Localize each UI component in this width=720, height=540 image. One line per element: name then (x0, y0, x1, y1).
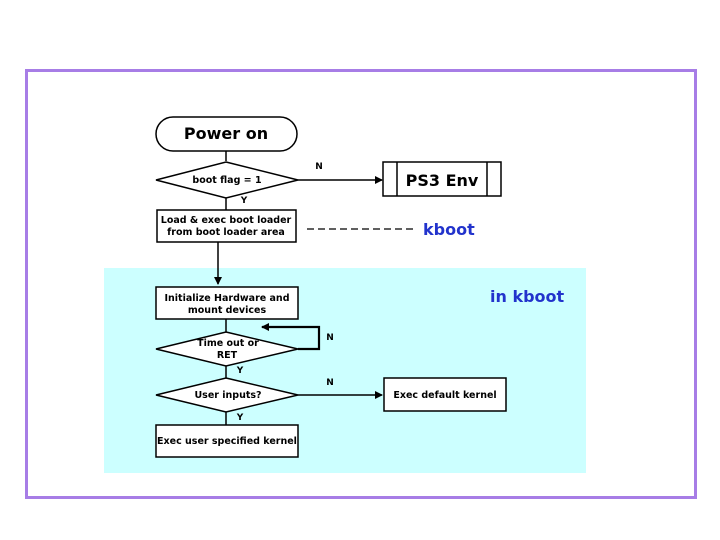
init-hardware-node: Initialize Hardware and mount devices (155, 286, 299, 320)
user-inputs-label: User inputs? (194, 390, 261, 401)
arrow-timeout-no-loop (261, 323, 321, 351)
user-inputs-no-label: N (326, 378, 334, 388)
boot-flag-label: boot flag = 1 (192, 175, 261, 186)
load-exec-node: Load & exec boot loader from boot loader… (156, 209, 297, 243)
ps3-env-label: PS3 Env (406, 171, 479, 190)
timeout-line1: Time out or (197, 338, 259, 349)
load-exec-line1: Load & exec boot loader (161, 215, 292, 226)
power-on-label: Power on (184, 124, 268, 143)
timeout-yes-label: Y (236, 366, 244, 376)
timeout-no-label: N (326, 333, 334, 343)
init-hardware-line2: mount devices (188, 305, 267, 316)
ps3-env-node: PS3 Env (382, 161, 502, 197)
exec-default-label: Exec default kernel (393, 390, 496, 401)
timeout-decision: Time out or RET (155, 331, 299, 367)
init-hardware-line1: Initialize Hardware and (165, 293, 290, 304)
exec-user-node: Exec user specified kernel (155, 424, 299, 458)
in-kboot-label: in kboot (490, 287, 565, 306)
user-inputs-yes-label: Y (236, 413, 244, 423)
load-exec-line2: from boot loader area (167, 227, 285, 238)
boot-flag-no-label: N (315, 162, 323, 172)
timeout-line2: RET (217, 350, 238, 361)
kboot-label: kboot (423, 220, 475, 239)
exec-default-node: Exec default kernel (383, 377, 507, 412)
boot-flag-yes-label: Y (240, 196, 248, 206)
user-inputs-decision: User inputs? (155, 377, 299, 413)
boot-flag-decision: boot flag = 1 (155, 161, 299, 199)
power-on-node: Power on (155, 116, 298, 152)
exec-user-label: Exec user specified kernel (157, 436, 297, 447)
